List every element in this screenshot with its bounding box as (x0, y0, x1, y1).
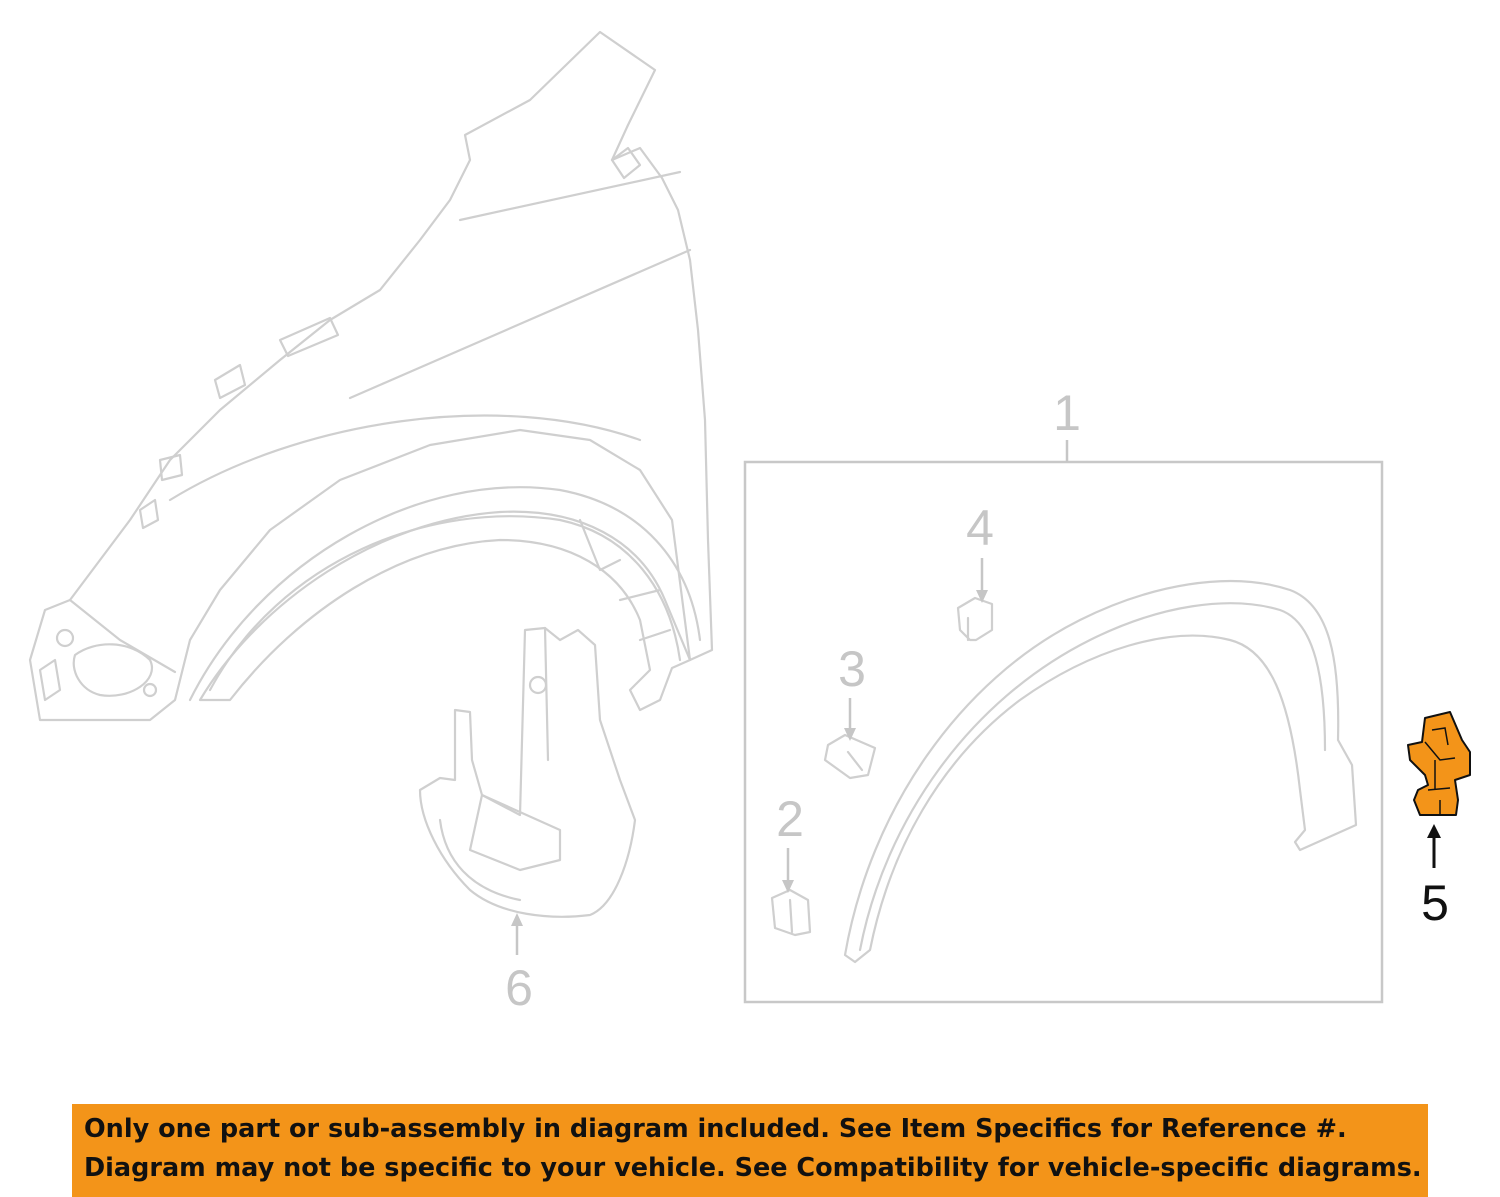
callout-item5: 5 (1421, 875, 1449, 931)
callout-item2: 2 (776, 791, 804, 847)
mud-flap-illustration (418, 626, 637, 918)
disclaimer-line-1: Only one part or sub-assembly in diagram… (84, 1114, 1347, 1144)
disclaimer-banner: Only one part or sub-assembly in diagram… (72, 1104, 1428, 1197)
clip-item2-illustration (770, 888, 812, 937)
wheel-arch-molding-illustration (843, 580, 1358, 964)
item1-group-box (743, 460, 1384, 1004)
fender-illustration (28, 30, 714, 722)
parts-diagram: 1 4 3 2 6 5 (28, 30, 1471, 1016)
callout-arrows (511, 558, 988, 955)
clip-item3-illustration (823, 733, 877, 780)
clip-item4-illustration (956, 596, 994, 642)
callout-item6: 6 (505, 960, 533, 1016)
highlighted-part-item5 (1407, 711, 1471, 816)
callout-item4: 4 (966, 500, 994, 556)
callout-item1: 1 (1053, 385, 1081, 441)
callout-item3: 3 (838, 641, 866, 697)
wheel-liner-illustration (198, 510, 692, 712)
disclaimer-line-2: Diagram may not be specific to your vehi… (84, 1153, 1422, 1183)
